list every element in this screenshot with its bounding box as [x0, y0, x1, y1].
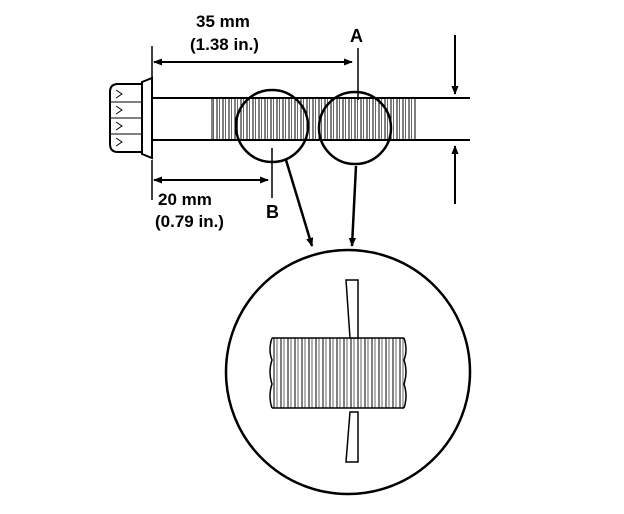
zoom-arrow-a [348, 165, 358, 247]
caliper-jaw-top [345, 279, 359, 339]
bolt-shank [152, 97, 470, 141]
dimension-35mm: 35 mm (1.38 in.) [151, 12, 353, 82]
dim-35-in-label: (1.38 in.) [190, 35, 259, 54]
dim-20-mm-label: 20 mm [158, 190, 212, 209]
point-a-label: A [350, 26, 363, 46]
zoomed-threads [272, 338, 404, 408]
bolt-head [109, 76, 153, 160]
point-b-label: B [266, 202, 279, 222]
dim-20-in-label: (0.79 in.) [155, 212, 224, 231]
caliper-jaw-bottom [345, 411, 359, 463]
dim-35-mm-label: 35 mm [196, 12, 250, 31]
inspection-circle-a [317, 90, 393, 166]
zoom-arrow-b [284, 159, 314, 247]
magnified-thread-view [224, 248, 472, 496]
dimension-20mm: 20 mm (0.79 in.) [151, 160, 269, 231]
